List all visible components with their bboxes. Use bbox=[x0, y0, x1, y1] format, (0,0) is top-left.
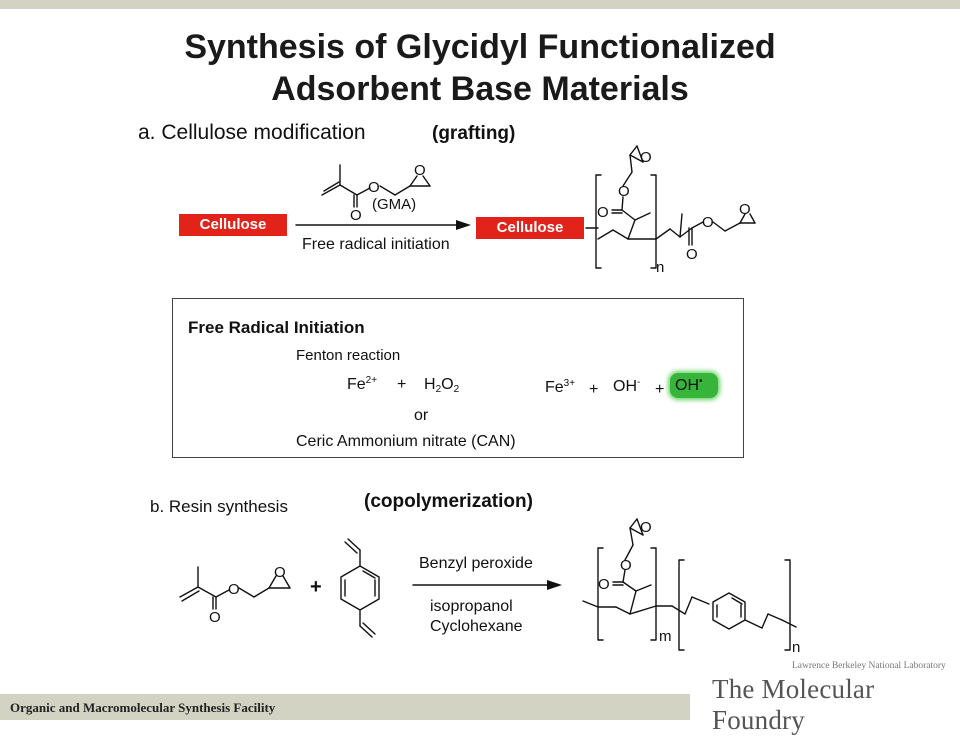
fe3-symbol: Fe bbox=[545, 379, 564, 396]
gma-a-epoxide-oxygen: O bbox=[414, 162, 426, 179]
fe2-ion: Fe2+ bbox=[347, 376, 377, 394]
product-b-ester-oxygen: O bbox=[620, 557, 632, 574]
free-radical-condition: Free radical initiation bbox=[302, 236, 450, 253]
fenton-label: Fenton reaction bbox=[296, 347, 401, 364]
plus-2: + bbox=[589, 381, 599, 398]
part-b-label: b. Resin synthesis bbox=[150, 497, 288, 516]
gma-a-carbonyl-oxygen: O bbox=[350, 207, 362, 224]
cellulose-substrate-box: Cellulose bbox=[179, 214, 287, 236]
radical-dot: • bbox=[699, 376, 703, 387]
cyclohexane: Cyclohexane bbox=[430, 618, 523, 635]
gma-a-ester-oxygen: O bbox=[368, 179, 380, 196]
plus-3: + bbox=[655, 381, 665, 398]
product-b-carbonyl-oxygen: O bbox=[598, 576, 610, 593]
h2o2: H2O2 bbox=[424, 376, 459, 395]
h2o2-sub-2: 2 bbox=[453, 384, 460, 395]
initiation-heading: Free Radical Initiation bbox=[188, 318, 365, 337]
h2o2-sub-1: 2 bbox=[435, 384, 442, 395]
can-label: Ceric Ammonium nitrate (CAN) bbox=[296, 433, 516, 450]
part-a-label: a. Cellulose modification bbox=[138, 121, 366, 144]
fe3-charge: 3+ bbox=[563, 378, 576, 389]
fe2-charge: 2+ bbox=[365, 375, 378, 386]
molecular-foundry-logo: The Molecular Foundry bbox=[712, 674, 875, 735]
gma-label: (GMA) bbox=[372, 196, 417, 213]
reaction-arrow-b bbox=[412, 580, 562, 590]
gma-b-ester-oxygen: O bbox=[228, 581, 240, 598]
plus-1: + bbox=[397, 376, 407, 393]
product-b-epoxide-oxygen: O bbox=[640, 519, 652, 536]
or-label: or bbox=[414, 407, 429, 424]
copolymer-structure bbox=[582, 518, 797, 651]
isopropanol: isopropanol bbox=[430, 598, 513, 615]
gma-b-epoxide-oxygen: O bbox=[274, 564, 286, 581]
cellulose-product-box: Cellulose bbox=[476, 217, 584, 239]
product-b-repeat-m: m bbox=[659, 628, 672, 645]
free-radical-initiation-box bbox=[172, 298, 744, 458]
slide-title: Synthesis of Glycidyl Functionalized Ads… bbox=[0, 26, 960, 110]
title-line-1: Synthesis of Glycidyl Functionalized bbox=[184, 28, 776, 66]
product-b-repeat-n: n bbox=[792, 639, 800, 656]
product-a-tail-carbonyl-oxygen: O bbox=[686, 246, 698, 263]
footer-bar bbox=[0, 694, 690, 720]
product-a-repeat-n: n bbox=[656, 259, 664, 276]
top-bar bbox=[0, 0, 960, 9]
fe3-ion: Fe3+ bbox=[545, 379, 575, 397]
reaction-arrow-a bbox=[295, 220, 471, 230]
lbnl-label: Lawrence Berkeley National Laboratory bbox=[792, 661, 946, 671]
product-a-epoxide-oxygen: O bbox=[640, 149, 652, 166]
title-line-2: Adsorbent Base Materials bbox=[271, 70, 689, 108]
hydroxide-ion: OH- bbox=[613, 378, 640, 396]
chemical-structures: O O O O O O O O O n O O O O O O m n bbox=[179, 145, 800, 656]
part-b-tag: (copolymerization) bbox=[364, 491, 533, 512]
product-a-tail-epoxide-oxygen: O bbox=[739, 201, 751, 218]
facility-name: Organic and Macromolecular Synthesis Fac… bbox=[10, 700, 276, 715]
fe2-symbol: Fe bbox=[347, 376, 366, 393]
product-a-ester-oxygen: O bbox=[618, 183, 630, 200]
h2o2-h: H bbox=[424, 376, 436, 393]
gma-b-carbonyl-oxygen: O bbox=[209, 609, 221, 626]
product-a-tail-ester-oxygen: O bbox=[702, 214, 714, 231]
gma-structure-a bbox=[321, 164, 431, 208]
oh-radical-highlight bbox=[670, 373, 718, 398]
hydroxide-symbol: OH bbox=[613, 378, 637, 395]
hydroxyl-symbol: OH bbox=[675, 377, 699, 394]
grafted-product-structure bbox=[585, 145, 756, 269]
product-a-carbonyl-oxygen: O bbox=[597, 204, 609, 221]
part-a-tag: (grafting) bbox=[432, 123, 516, 144]
monomer-plus: + bbox=[310, 576, 322, 598]
hydroxyl-radical: OH• bbox=[675, 377, 703, 395]
h2o2-o: O bbox=[441, 376, 454, 393]
gma-monomer-b bbox=[179, 566, 291, 610]
divinylbenzene-structure bbox=[340, 538, 380, 638]
benzyl-peroxide: Benzyl peroxide bbox=[419, 555, 533, 572]
hydroxide-charge: - bbox=[637, 377, 641, 388]
